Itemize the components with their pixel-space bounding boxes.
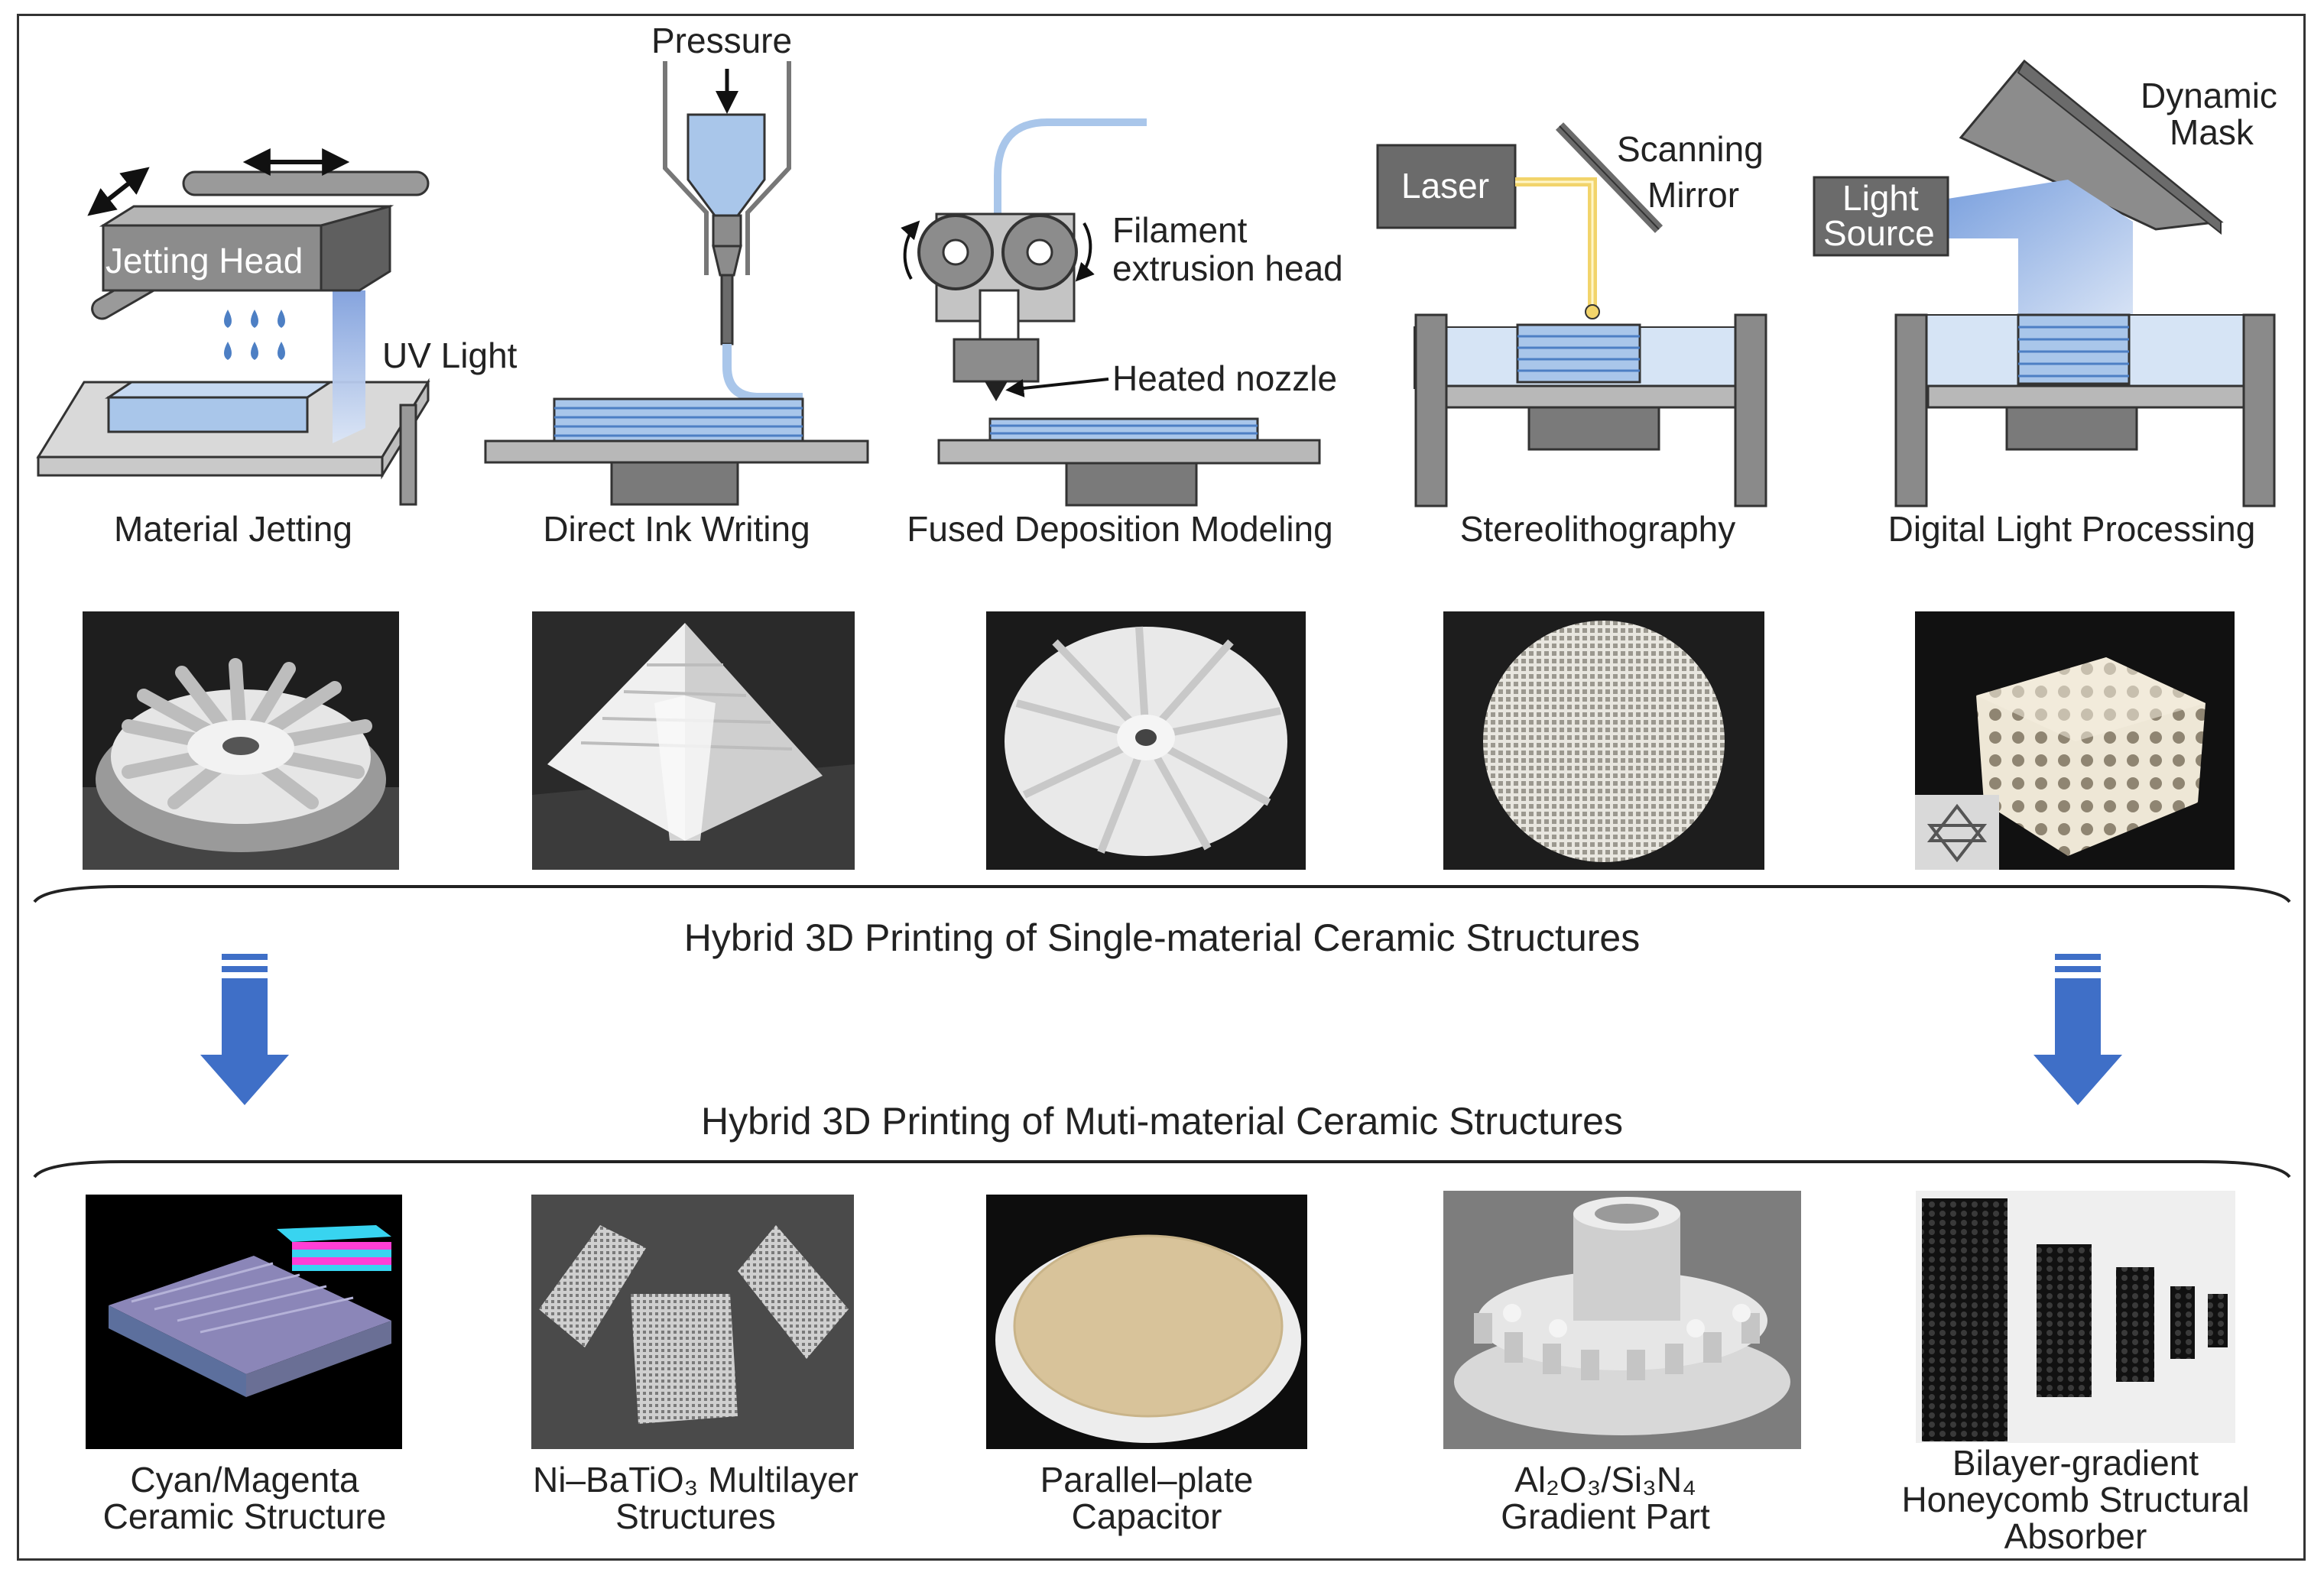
photo-cyan-magenta — [86, 1195, 402, 1449]
printed-layers-dw — [553, 397, 804, 443]
printed-layers-dlp — [2017, 313, 2131, 385]
filament-line — [994, 118, 1147, 355]
caption-capacitor-line2: Capacitor — [1071, 1496, 1222, 1536]
multi-brace — [33, 1160, 2291, 1179]
figure-frame — [17, 14, 2306, 1561]
caption-honeycomb-line3: Absorber — [2004, 1516, 2147, 1556]
caption-ni-batio3-line1: Ni–BaTiO₃ Multilayer — [532, 1460, 859, 1500]
printed-layers-sla — [1516, 323, 1641, 384]
heated-nozzle-icon — [985, 381, 1008, 401]
nozzle-pointer — [1005, 378, 1109, 397]
photo-pyramid-diw — [532, 611, 855, 870]
filament-label-1: Filament — [1112, 210, 1248, 250]
mirror-label: Mirror — [1647, 175, 1740, 215]
ink-syringe — [686, 113, 766, 217]
single-brace — [33, 885, 2291, 903]
depth-motion-arrow — [87, 167, 150, 216]
laser-beam — [1515, 177, 1597, 306]
single-material-title: Hybrid 3D Printing of Single-material Ce… — [683, 916, 1641, 959]
photo-honeycomb-absorbers — [1916, 1191, 2235, 1443]
filament-label-2: extrusion head — [1112, 248, 1343, 288]
ink-filament — [722, 344, 803, 402]
source-label: Source — [1823, 213, 1935, 253]
caption-dlp: Digital Light Processing — [1887, 509, 2256, 549]
laser-spot-icon — [1585, 304, 1600, 319]
caption-honeycomb-line2: Honeycomb Structural — [1901, 1480, 2250, 1519]
caption-cyan-magenta-line2: Ceramic Structure — [102, 1496, 387, 1536]
caption-gradient-part: Al₂O₃/Si₃N₄ Gradient Part — [1414, 1461, 1797, 1535]
uv-light-beam — [333, 290, 365, 443]
heater-block — [953, 338, 1040, 383]
caption-capacitor: Parallel–plate Capacitor — [956, 1461, 1338, 1535]
multi-material-title: Hybrid 3D Printing of Muti-material Cera… — [701, 1100, 1623, 1143]
caption-gradient-part-line2: Gradient Part — [1501, 1496, 1710, 1536]
light-source-box — [1813, 176, 1949, 257]
caption-honeycomb-line1: Bilayer-gradient — [1952, 1443, 2199, 1483]
light-projection — [1948, 180, 2133, 315]
caption-direct-ink-writing: Direct Ink Writing — [543, 509, 810, 549]
laser-label: Laser — [1401, 166, 1490, 206]
caption-fdm: Fused Deposition Modeling — [907, 509, 1333, 549]
caption-cyan-magenta-line1: Cyan/Magenta — [130, 1460, 359, 1500]
printed-part-icon — [107, 396, 309, 433]
droplets-icon — [224, 310, 285, 360]
sla-schematic — [1376, 122, 1767, 507]
caption-honeycomb: Bilayer-gradient Honeycomb Structural Ab… — [1865, 1444, 2286, 1555]
caption-cyan-magenta: Cyan/Magenta Ceramic Structure — [54, 1461, 436, 1535]
photo-impeller-fdm — [986, 611, 1306, 870]
caption-gradient-part-line1: Al₂O₃/Si₃N₄ — [1514, 1460, 1696, 1500]
heated-nozzle-label: Heated nozzle — [1112, 358, 1338, 398]
caption-capacitor-line1: Parallel–plate — [1040, 1460, 1254, 1500]
photo-lattice-disk-sla — [1443, 611, 1764, 870]
pressure-label: Pressure — [651, 21, 793, 60]
down-arrow-left-icon — [200, 954, 289, 1105]
laser-box — [1376, 144, 1517, 229]
photo-turbine-jetting — [83, 611, 399, 870]
fdm-schematic — [901, 118, 1321, 507]
photo-gradient-gear — [1443, 1191, 1801, 1449]
caption-ni-batio3: Ni–BaTiO₃ Multilayer Structures — [489, 1461, 902, 1535]
direct-ink-writing-schematic — [484, 61, 869, 506]
printed-layers-fdm — [988, 417, 1259, 442]
caption-material-jetting: Material Jetting — [114, 509, 352, 549]
uv-light-label: UV Light — [382, 336, 518, 375]
light-label: Light — [1842, 178, 1919, 218]
dynamic-label: Dynamic — [2141, 76, 2277, 115]
mask-label: Mask — [2170, 112, 2254, 152]
photo-ni-batio3 — [531, 1195, 854, 1449]
caption-ni-batio3-line2: Structures — [615, 1496, 776, 1536]
material-jetting-schematic — [36, 148, 430, 506]
jetting-head-label: Jetting Head — [105, 241, 303, 280]
dlp-schematic — [1813, 59, 2276, 507]
scanning-label: Scanning — [1617, 129, 1764, 169]
photo-lattice-cube-dlp — [1915, 611, 2235, 870]
caption-stereolithography: Stereolithography — [1459, 509, 1736, 549]
down-arrow-right-icon — [2034, 954, 2122, 1105]
photo-capacitor — [986, 1195, 1307, 1449]
